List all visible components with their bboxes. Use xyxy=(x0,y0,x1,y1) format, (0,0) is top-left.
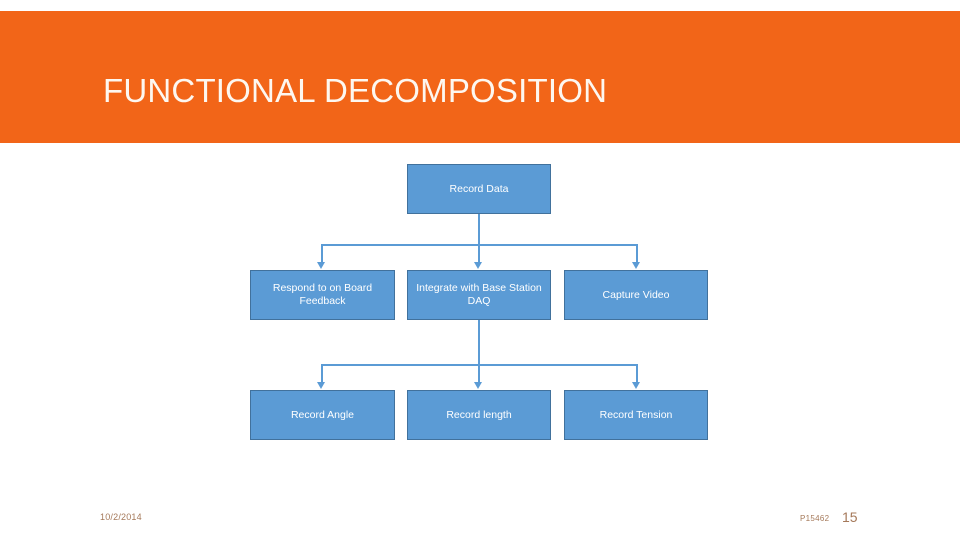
connector-root-drop-3 xyxy=(636,244,638,263)
diagram-node-root[interactable]: Record Data xyxy=(407,164,551,214)
diagram-node-label: Capture Video xyxy=(602,288,670,301)
diagram-node-respond-feedback[interactable]: Respond to on Board Feedback xyxy=(250,270,395,320)
footer-date: 10/2/2014 xyxy=(100,512,142,522)
connector-level2-drop-2 xyxy=(478,364,480,383)
arrow-head-icon xyxy=(474,382,482,389)
footer-project-code: P15462 xyxy=(800,514,830,523)
diagram-node-record-tension[interactable]: Record Tension xyxy=(564,390,708,440)
functional-decomposition-diagram: Record Data Respond to on Board Feedback… xyxy=(0,143,960,493)
diagram-node-label: Record Data xyxy=(449,182,509,195)
connector-root-drop-1 xyxy=(321,244,323,263)
connector-level2-stem xyxy=(478,320,480,365)
diagram-node-record-angle[interactable]: Record Angle xyxy=(250,390,395,440)
footer-page-number: 15 xyxy=(842,509,858,525)
diagram-node-label: Record Angle xyxy=(290,408,355,421)
diagram-node-record-length[interactable]: Record length xyxy=(407,390,551,440)
arrow-head-icon xyxy=(317,262,325,269)
arrow-head-icon xyxy=(632,262,640,269)
diagram-node-label: Record Tension xyxy=(599,408,673,421)
arrow-head-icon xyxy=(474,262,482,269)
arrow-head-icon xyxy=(632,382,640,389)
page-title: FUNCTIONAL DECOMPOSITION xyxy=(103,72,608,109)
connector-level2-drop-3 xyxy=(636,364,638,383)
diagram-node-label: Integrate with Base Station DAQ xyxy=(416,282,542,307)
diagram-node-label: Record length xyxy=(446,408,512,421)
arrow-head-icon xyxy=(317,382,325,389)
diagram-node-capture-video[interactable]: Capture Video xyxy=(564,270,708,320)
connector-root-drop-2 xyxy=(478,244,480,263)
connector-root-stem xyxy=(478,214,480,245)
diagram-node-label: Respond to on Board Feedback xyxy=(272,282,373,307)
title-banner: FUNCTIONAL DECOMPOSITION xyxy=(0,11,960,143)
connector-level2-drop-1 xyxy=(321,364,323,383)
diagram-node-integrate-daq[interactable]: Integrate with Base Station DAQ xyxy=(407,270,551,320)
